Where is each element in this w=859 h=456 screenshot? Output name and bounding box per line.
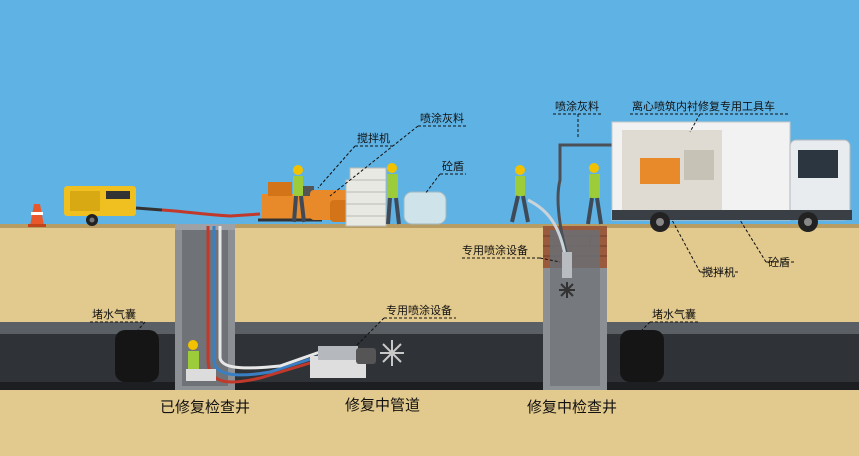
label-repaired-well: 已修复检查井 [160,398,250,416]
material-hose-blue [212,226,321,377]
cement-stack [345,167,387,227]
label-mixer-left: 搅拌机 [357,131,390,145]
label-truck: 离心喷筑内衬修复专用工具车 [632,99,775,113]
ground-line [0,224,859,228]
callout-lines [90,113,796,347]
worker-icon [586,163,603,225]
spray-rotor-icon [559,282,575,298]
worker-icon [186,340,216,381]
mixer-icon [258,182,322,222]
label-special-spray-equipment-pipe: 专用喷涂设备 [386,303,452,317]
airbag-icon [115,330,159,382]
label-mortar-right: 砼盾 [768,256,790,269]
traffic-cone-icon [28,204,46,227]
worker-icon [386,163,401,225]
label-pipe-under-repair: 修复中管道 [345,396,420,414]
label-mortar-left: 砼盾 [442,160,464,173]
truck-icon [611,121,852,232]
spray-rotor-icon [380,340,404,366]
worker-hose [527,198,568,261]
airbag-icon [620,330,664,382]
mortar-tank [403,191,447,225]
spray-head [562,252,572,278]
air-compressor-icon [64,186,163,226]
label-mixer-right: 搅拌机 [702,265,735,279]
label-special-spray-equipment-top: 专用喷涂设备 [462,243,528,257]
material-hose-red [206,226,321,384]
label-plug-airbag-left: 堵水气囊 [92,307,136,321]
pipe-spray-machine [310,346,376,378]
air-hose [161,208,261,218]
worker-icon [292,165,306,223]
label-plug-airbag-right: 堵水气囊 [652,307,696,321]
label-spray-material-left: 喷涂灰料 [420,111,464,125]
material-hose-white [218,226,321,370]
label-spray-material-right: 喷涂灰料 [555,99,599,113]
label-well-under-repair: 修复中检查井 [527,398,617,416]
manhole-under-repair [543,226,607,390]
worker-icon [510,165,530,223]
